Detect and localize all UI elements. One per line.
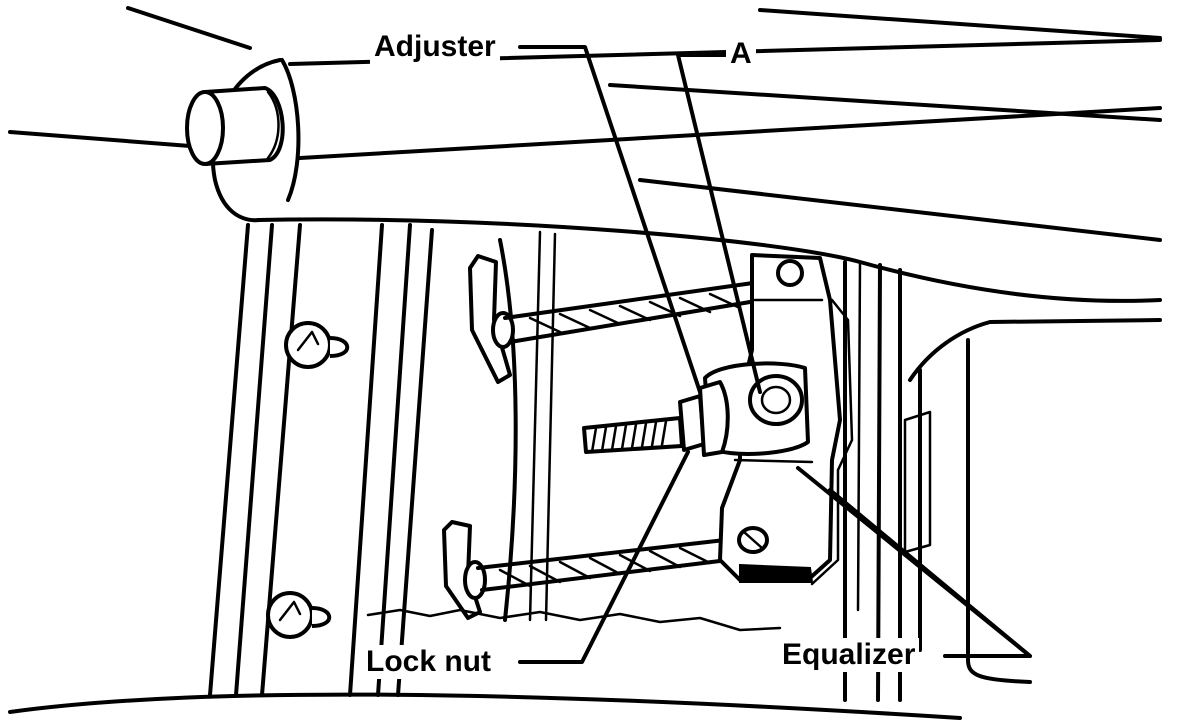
adjuster-block (703, 361, 810, 456)
frame-bolt-upper (284, 321, 350, 369)
upper-cable (503, 280, 764, 344)
lower-cable-anchor (442, 520, 487, 620)
ground-line (8, 608, 962, 720)
leader-adjuster (518, 45, 702, 394)
frame-rails (208, 223, 557, 697)
right-housing (843, 260, 1162, 702)
lower-cable (476, 538, 730, 592)
label-equalizer: Equalizer (778, 638, 920, 672)
label-adjuster: Adjuster (370, 30, 500, 64)
upper-cable-anchor (468, 254, 515, 384)
frame-bolt-lower (266, 591, 332, 639)
label-a: A (726, 37, 756, 71)
threaded-rod (582, 416, 684, 454)
leader-a (676, 53, 762, 394)
leader-equalizer (796, 466, 1032, 658)
leader-lock-nut (518, 450, 690, 664)
label-lock-nut: Lock nut (362, 645, 495, 679)
lock-nut (678, 380, 730, 457)
axle-hub (185, 58, 301, 223)
